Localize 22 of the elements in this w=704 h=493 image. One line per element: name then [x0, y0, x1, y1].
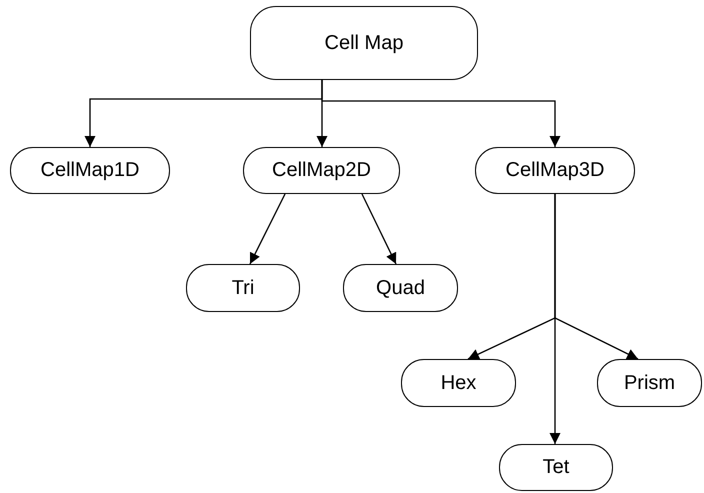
node-label: CellMap2D — [272, 159, 371, 182]
node-label: CellMap3D — [506, 159, 604, 182]
rounded-box — [499, 444, 613, 491]
rounded-box — [475, 147, 635, 194]
arrow — [550, 194, 560, 444]
node-label: Quad — [376, 276, 425, 300]
rounded-box — [243, 147, 400, 194]
node-label: Cell Map — [324, 32, 404, 54]
rounded-box — [597, 359, 702, 407]
node-label: CellMap1D — [40, 159, 140, 182]
rounded-box — [186, 264, 300, 312]
node-label: Hex — [440, 372, 476, 394]
node-label: Prism — [624, 372, 676, 394]
node-label: Tet — [542, 456, 570, 479]
arrow — [361, 194, 397, 264]
rounded-box — [401, 359, 516, 407]
rounded-box — [250, 6, 478, 80]
rounded-box — [343, 264, 458, 312]
rounded-box — [10, 147, 170, 194]
node-label: Tri — [232, 276, 254, 300]
arrow — [321, 80, 560, 147]
arrow — [249, 194, 286, 264]
